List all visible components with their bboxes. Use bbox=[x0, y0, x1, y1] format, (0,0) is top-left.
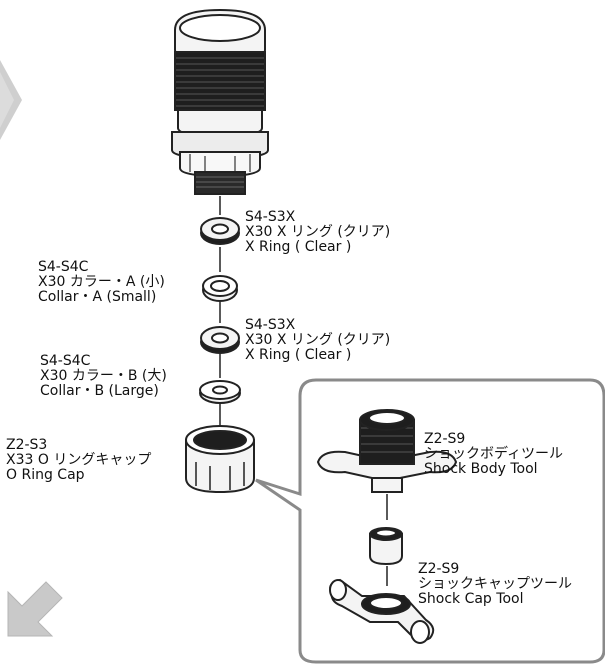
o-ring-cap bbox=[185, 425, 255, 494]
label-x-ring-top: S4-S3X X30 X リング (クリア) X Ring ( Clear ) bbox=[245, 210, 390, 255]
part-code: S4-S3X bbox=[245, 317, 296, 333]
collar-a bbox=[202, 275, 238, 302]
part-name-en: Collar・A (Small) bbox=[38, 289, 157, 305]
small-cap-piece bbox=[369, 527, 403, 566]
part-name-jp: X30 カラー・B (大) bbox=[40, 368, 167, 384]
x-ring-bottom bbox=[200, 326, 240, 354]
label-shock-body-tool: Z2-S9 ショックボディツール Shock Body Tool bbox=[424, 432, 563, 477]
tool-callout-frame bbox=[255, 378, 605, 664]
part-name-en: O Ring Cap bbox=[6, 467, 85, 483]
part-name-en: X Ring ( Clear ) bbox=[245, 347, 352, 363]
chevron-right-icon bbox=[0, 60, 22, 140]
label-shock-cap-tool: Z2-S9 ショックキャップツール Shock Cap Tool bbox=[418, 562, 572, 607]
label-x-ring-bottom: S4-S3X X30 X リング (クリア) X Ring ( Clear ) bbox=[245, 318, 390, 363]
collar-b bbox=[199, 380, 241, 404]
part-code: Z2-S3 bbox=[6, 437, 48, 453]
label-o-ring-cap: Z2-S3 X33 O リングキャップ O Ring Cap bbox=[6, 438, 151, 483]
tool-code: Z2-S9 bbox=[418, 561, 460, 577]
part-code: S4-S4C bbox=[40, 353, 91, 369]
label-collar-b: S4-S4C X30 カラー・B (大) Collar・B (Large) bbox=[40, 354, 167, 399]
part-name-en: Collar・B (Large) bbox=[40, 383, 159, 399]
tool-name-en: Shock Body Tool bbox=[424, 461, 538, 477]
tool-code: Z2-S9 bbox=[424, 431, 466, 447]
tool-name-jp: ショックキャップツール bbox=[418, 576, 572, 592]
shock-body-tool bbox=[316, 409, 458, 493]
part-name-jp: X30 X リング (クリア) bbox=[245, 224, 391, 240]
part-code: S4-S3X bbox=[245, 209, 296, 225]
part-name-jp: X33 O リングキャップ bbox=[6, 452, 152, 468]
arrow-down-left-icon bbox=[7, 581, 63, 637]
part-name-jp: X30 X リング (クリア) bbox=[245, 332, 391, 348]
shock-body bbox=[171, 8, 269, 195]
shock-cap-tool bbox=[329, 578, 435, 644]
tool-name-jp: ショックボディツール bbox=[424, 446, 564, 462]
part-name-en: X Ring ( Clear ) bbox=[245, 239, 352, 255]
label-collar-a: S4-S4C X30 カラー・A (小) Collar・A (Small) bbox=[38, 260, 165, 305]
x-ring-top bbox=[200, 217, 240, 245]
part-name-jp: X30 カラー・A (小) bbox=[38, 274, 165, 290]
tool-name-en: Shock Cap Tool bbox=[418, 591, 524, 607]
part-code: S4-S4C bbox=[38, 259, 89, 275]
